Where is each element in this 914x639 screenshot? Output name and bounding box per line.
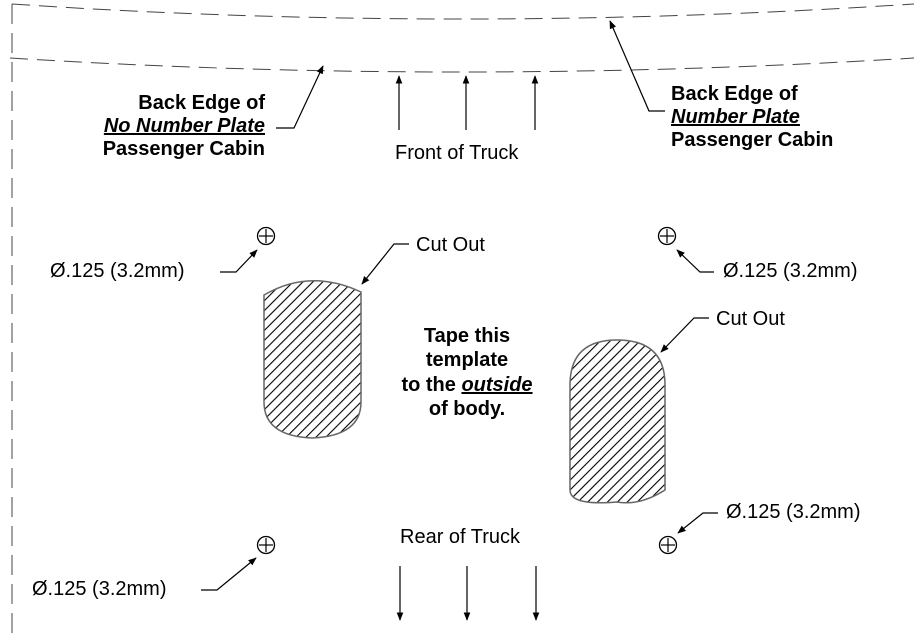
instruction-line2: template (425, 349, 509, 372)
leader-cut-out-right (660, 317, 709, 353)
back-edge-no-plate-line (9, 57, 914, 73)
label-cut-out-right: Cut Out (716, 308, 785, 330)
instruction-line4: of body. (428, 398, 506, 421)
leader-back-edge-plate (609, 20, 665, 112)
instruction-line3-emphasis: outside (461, 373, 533, 396)
label-back-edge-plate: Back Edge of Number Plate Passenger Cabi… (671, 83, 833, 152)
label-back-edge-no-plate: Back Edge of No Number Plate Passenger C… (60, 92, 265, 161)
label-hole-top-right: Ø.125 (3.2mm) (723, 260, 858, 282)
instruction-line3-prefix: to the (401, 373, 462, 396)
leader-back-edge-no-plate (276, 65, 324, 129)
label-back-edge-no-plate-line2: No Number Plate (103, 115, 265, 137)
label-rear-of-truck: Rear of Truck (400, 526, 521, 548)
hole-bottom-left (256, 535, 276, 555)
label-hole-bottom-left: Ø.125 (3.2mm) (32, 578, 167, 600)
instruction-line3: to the outside (377, 373, 557, 397)
leader-hole-top-left (220, 249, 258, 273)
hole-bottom-right (658, 535, 678, 555)
label-hole-bottom-right: Ø.125 (3.2mm) (726, 501, 861, 523)
instruction-text: Tape this template to the outside of bod… (377, 324, 557, 422)
back-edge-plate-line (11, 3, 914, 20)
hole-top-left (256, 226, 276, 246)
instruction-line1: Tape this (423, 325, 511, 347)
label-back-edge-plate-line1: Back Edge of (671, 83, 798, 105)
cut-out-right-shape (569, 339, 666, 504)
label-back-edge-plate-line2: Number Plate (671, 106, 800, 128)
leader-hole-bottom-right (677, 512, 718, 534)
leader-hole-bottom-left (201, 557, 257, 591)
label-back-edge-no-plate-line3: Passenger Cabin (102, 138, 265, 160)
hole-top-right (657, 226, 677, 246)
label-front-of-truck: Front of Truck (395, 142, 519, 164)
leader-hole-top-right (676, 249, 714, 273)
leader-cut-out-left (361, 243, 409, 285)
label-cut-out-left: Cut Out (416, 234, 485, 256)
cut-out-left-shape (263, 279, 362, 439)
label-hole-top-left: Ø.125 (3.2mm) (50, 260, 185, 282)
label-back-edge-plate-line3: Passenger Cabin (671, 129, 834, 151)
label-back-edge-no-plate-line1: Back Edge of (138, 92, 265, 114)
